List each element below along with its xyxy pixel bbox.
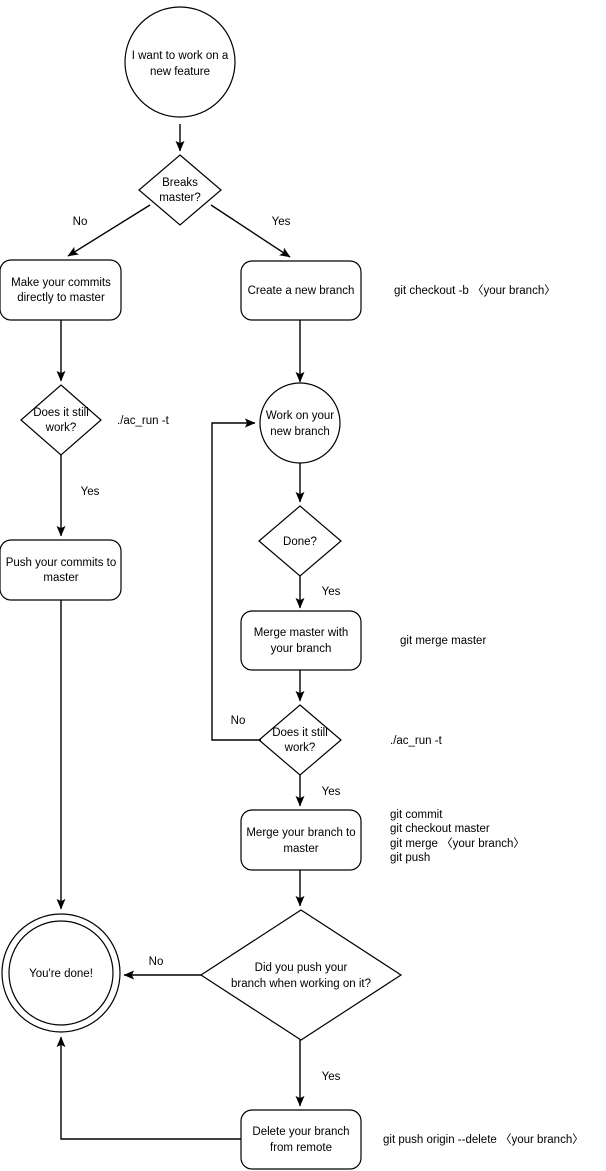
merge-master-label-line2: your branch bbox=[271, 643, 332, 655]
breaks-master-label-line1: Breaks bbox=[162, 177, 198, 189]
annotation-git-checkout-b: git checkout -b 〈your branch〉 bbox=[394, 284, 556, 297]
node-push-commits[interactable]: Push your commits to master bbox=[0, 539, 122, 601]
annotation-git-push-origin-delete: git push origin --delete 〈your branch〉 bbox=[383, 1133, 584, 1146]
edge-rightwork-no-loop bbox=[211, 418, 261, 741]
node-merge-branch-to-master[interactable]: Merge your branch to master bbox=[240, 809, 362, 871]
merge-branch-label-line1: Merge your branch to bbox=[246, 827, 355, 839]
edges-layer bbox=[56, 124, 305, 1140]
edge-label-rightwork-yes: Yes bbox=[322, 786, 341, 798]
create-branch-label: Create a new branch bbox=[248, 285, 355, 297]
right-still-work-diamond-shape bbox=[258, 704, 342, 776]
push-commits-rect-shape bbox=[0, 539, 122, 601]
edge-label-push-no: No bbox=[149, 956, 164, 968]
make-commits-rect-shape bbox=[0, 259, 122, 321]
node-left-does-it-still-work[interactable]: Does it still work? bbox=[20, 384, 102, 456]
merge-master-label-line1: Merge master with bbox=[254, 627, 349, 639]
push-commits-label-line2: master bbox=[43, 572, 78, 584]
node-did-you-push[interactable]: Did you push your branch when working on… bbox=[199, 909, 403, 1041]
left-still-work-diamond-shape bbox=[20, 384, 102, 456]
node-done-question[interactable]: Done? bbox=[258, 505, 342, 577]
breaks-master-diamond-shape bbox=[138, 154, 222, 226]
edge-breaks-yes bbox=[210, 204, 291, 258]
annotations-layer: git checkout -b 〈your branch〉 ./ac_run -… bbox=[117, 284, 584, 1146]
right-still-work-label-line1: Does it still bbox=[272, 727, 328, 739]
create-branch-rect-shape bbox=[240, 260, 362, 321]
youre-done-label: You're done! bbox=[29, 968, 93, 980]
left-still-work-label-line1: Does it still bbox=[33, 407, 89, 419]
done-question-diamond-shape bbox=[258, 505, 342, 577]
node-make-commits[interactable]: Make your commits directly to master bbox=[0, 259, 122, 321]
youre-done-inner-circle-shape bbox=[8, 920, 114, 1026]
merge-master-rect-shape bbox=[240, 610, 362, 671]
node-work-on-branch[interactable]: Work on your new branch bbox=[259, 382, 341, 464]
breaks-master-label-line2: master? bbox=[159, 192, 201, 204]
delete-branch-label-line2: from remote bbox=[270, 1142, 332, 1154]
annotation-ac-run-left: ./ac_run -t bbox=[117, 415, 170, 427]
annotation-git-commit-2: git checkout master bbox=[390, 823, 490, 835]
edge-labels-layer: No Yes Yes Yes No Yes No Yes bbox=[73, 216, 341, 1083]
annotation-git-commit-3: git merge 〈your branch〉 bbox=[390, 837, 525, 850]
annotation-git-commit-4: git push bbox=[390, 852, 430, 864]
start-label-line2: new feature bbox=[150, 66, 210, 78]
node-breaks-master[interactable]: Breaks master? bbox=[138, 154, 222, 226]
delete-branch-rect-shape bbox=[240, 1109, 362, 1170]
node-right-does-it-still-work[interactable]: Does it still work? bbox=[258, 704, 342, 776]
did-you-push-label-line2: branch when working on it? bbox=[231, 978, 371, 990]
annotation-git-merge-master: git merge master bbox=[400, 635, 486, 647]
edge-label-breaks-yes: Yes bbox=[272, 216, 291, 228]
edge-label-done-yes: Yes bbox=[322, 586, 341, 598]
node-create-branch[interactable]: Create a new branch bbox=[240, 260, 362, 321]
edge-label-push-yes: Yes bbox=[322, 1071, 341, 1083]
did-you-push-label-line1: Did you push your bbox=[255, 962, 348, 974]
make-commits-label-line2: directly to master bbox=[17, 292, 105, 304]
left-still-work-label-line2: work? bbox=[45, 422, 77, 434]
work-on-branch-circle-shape bbox=[259, 382, 341, 464]
edge-label-leftwork-yes: Yes bbox=[81, 486, 100, 498]
work-on-branch-label-line1: Work on your bbox=[266, 410, 334, 422]
work-on-branch-label-line2: new branch bbox=[270, 426, 329, 438]
make-commits-label-line1: Make your commits bbox=[11, 277, 111, 289]
delete-branch-label-line1: Delete your branch bbox=[252, 1126, 349, 1138]
merge-branch-rect-shape bbox=[240, 809, 362, 871]
edge-label-rightwork-no: No bbox=[231, 715, 246, 727]
edge-label-breaks-no: No bbox=[73, 216, 88, 228]
right-still-work-label-line2: work? bbox=[284, 742, 316, 754]
merge-branch-label-line2: master bbox=[283, 843, 318, 855]
node-youre-done[interactable]: You're done! bbox=[1, 913, 121, 1033]
node-start[interactable]: I want to work on a new feature bbox=[124, 6, 236, 118]
done-question-label: Done? bbox=[283, 536, 317, 548]
start-circle-shape bbox=[124, 6, 236, 118]
did-you-push-diamond-shape bbox=[199, 909, 403, 1041]
node-merge-master-with-branch[interactable]: Merge master with your branch bbox=[240, 610, 362, 671]
node-delete-branch[interactable]: Delete your branch from remote bbox=[240, 1109, 362, 1170]
youre-done-outer-circle-shape bbox=[1, 913, 121, 1033]
push-commits-label-line1: Push your commits to bbox=[6, 557, 117, 569]
edge-breaks-no bbox=[67, 204, 151, 257]
annotation-ac-run-right: ./ac_run -t bbox=[390, 735, 443, 747]
start-label-line1: I want to work on a bbox=[132, 50, 229, 62]
annotation-git-commit-1: git commit bbox=[390, 809, 443, 821]
edge-delete-to-done-loop bbox=[56, 1036, 241, 1140]
